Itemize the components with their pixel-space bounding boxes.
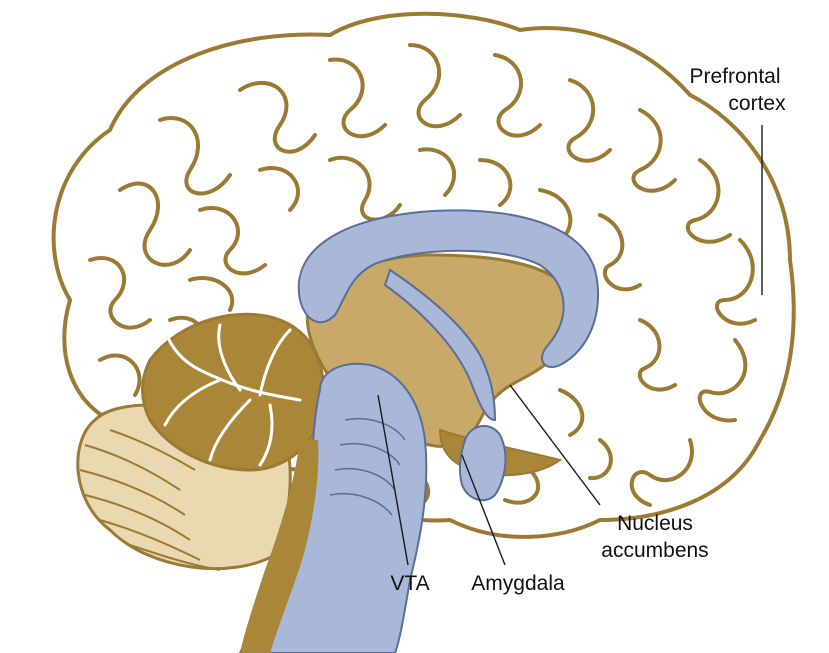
label-vta: VTA	[390, 572, 429, 595]
label-prefrontal-line1: Prefrontal	[689, 65, 780, 88]
amygdala-region	[460, 426, 506, 500]
label-nucleus-line2: accumbens	[601, 539, 708, 562]
label-nucleus-line1: Nucleus	[617, 512, 693, 535]
label-amygdala: Amygdala	[471, 572, 565, 595]
label-prefrontal-line2: cortex	[728, 92, 786, 115]
